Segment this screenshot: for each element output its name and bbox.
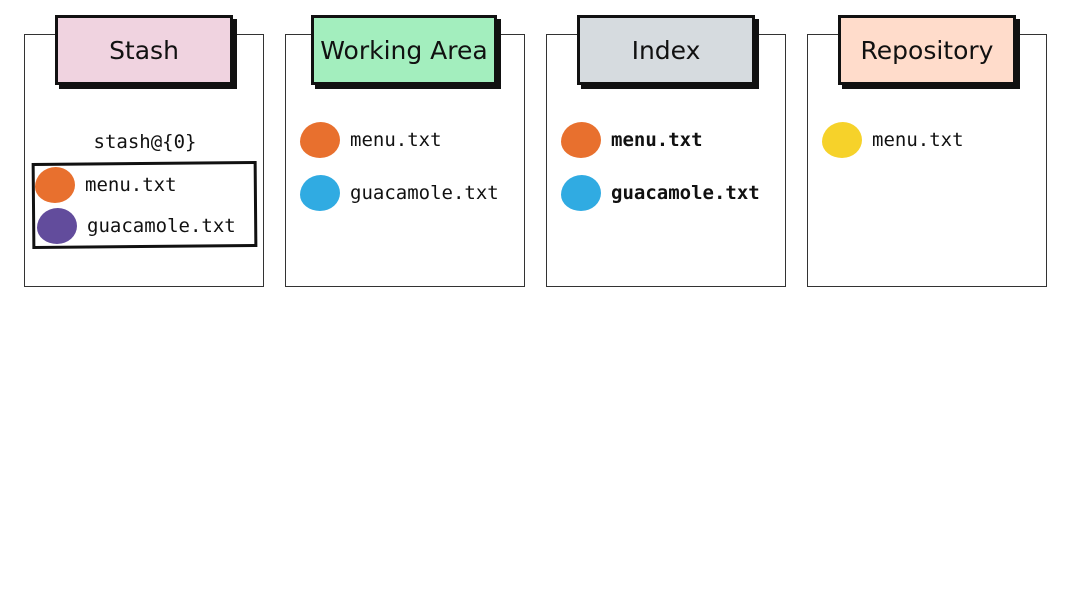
- repository-panel: Repository menu.txt: [807, 15, 1047, 287]
- stash-file-guacamole-label: guacamole.txt: [87, 215, 236, 237]
- index-panel: Index menu.txt guacamole.txt: [546, 15, 786, 287]
- working-area-title: Working Area: [320, 35, 488, 65]
- yellow-file-icon: [822, 122, 862, 158]
- index-file-menu-label: menu.txt: [611, 129, 703, 151]
- working-file-menu: menu.txt: [300, 120, 442, 160]
- orange-file-icon: [561, 122, 601, 158]
- stash-file-menu: menu.txt: [35, 165, 177, 205]
- index-file-guacamole-label: guacamole.txt: [611, 182, 760, 204]
- working-file-guacamole-label: guacamole.txt: [350, 182, 499, 204]
- purple-file-icon: [37, 208, 77, 244]
- stash-ref-label: stash@{0}: [93, 131, 197, 153]
- index-title: Index: [631, 35, 701, 65]
- stash-file-guacamole: guacamole.txt: [37, 206, 236, 246]
- orange-file-icon: [35, 167, 75, 203]
- blue-file-icon: [561, 175, 601, 211]
- working-file-guacamole: guacamole.txt: [300, 173, 499, 213]
- index-file-menu: menu.txt: [561, 120, 703, 160]
- working-file-menu-label: menu.txt: [350, 129, 442, 151]
- working-area-header: Working Area: [311, 15, 497, 85]
- orange-file-icon: [300, 122, 340, 158]
- stash-panel: Stash stash@{0} menu.txt guacamole.txt: [24, 15, 264, 287]
- stash-file-menu-label: menu.txt: [85, 174, 177, 196]
- repository-title: Repository: [860, 35, 994, 65]
- index-header: Index: [577, 15, 755, 85]
- repository-file-menu: menu.txt: [822, 120, 964, 160]
- stash-header: Stash: [55, 15, 233, 85]
- repository-file-menu-label: menu.txt: [872, 129, 964, 151]
- repository-header: Repository: [838, 15, 1016, 85]
- index-file-guacamole: guacamole.txt: [561, 173, 760, 213]
- blue-file-icon: [300, 175, 340, 211]
- stash-title: Stash: [109, 35, 179, 65]
- working-area-panel: Working Area menu.txt guacamole.txt: [285, 15, 525, 287]
